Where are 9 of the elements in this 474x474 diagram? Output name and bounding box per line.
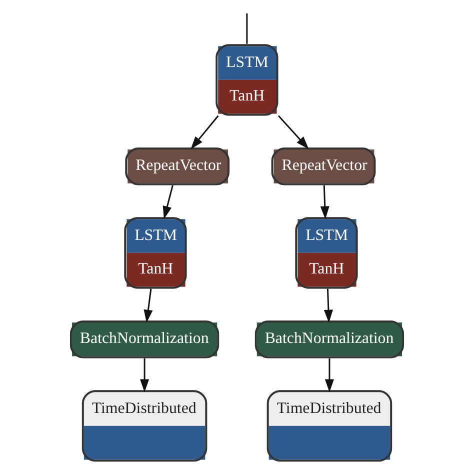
arrow xyxy=(278,115,309,150)
arrow xyxy=(320,185,330,220)
arrow xyxy=(144,288,153,323)
arrow xyxy=(140,358,150,392)
arrow xyxy=(162,185,174,220)
arrow xyxy=(190,115,219,150)
connector xyxy=(246,13,248,44)
arrow xyxy=(324,358,334,392)
arrow xyxy=(324,288,333,323)
